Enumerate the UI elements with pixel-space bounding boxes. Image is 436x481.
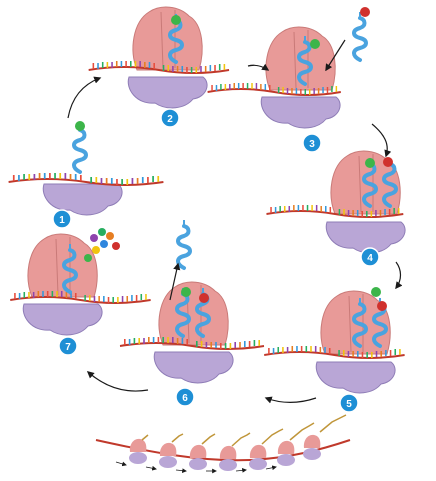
amino-acid-icon — [383, 157, 393, 167]
polyribosome-strip — [95, 414, 351, 474]
step-number-6: 6 — [182, 393, 188, 404]
amino-acid-icon — [310, 39, 320, 49]
stage-6-trna-release — [119, 218, 265, 384]
step-number-4: 4 — [367, 253, 373, 264]
step-badge-5: 5 — [339, 393, 359, 413]
stage-3-trna-arrives — [206, 7, 370, 129]
amino-acid-icon — [181, 287, 191, 297]
amino-acid-icon — [365, 158, 375, 168]
stage-1-initiation — [7, 121, 165, 216]
step-badge-2: 2 — [160, 108, 180, 128]
step-number-5: 5 — [346, 399, 352, 410]
stage-4-peptide-bond — [265, 150, 406, 254]
step-number-7: 7 — [65, 342, 71, 353]
amino-acid-icon — [360, 7, 370, 17]
cycle-arrows — [67, 63, 403, 404]
step-badge-3: 3 — [302, 133, 322, 153]
step-number-2: 2 — [167, 114, 173, 125]
amino-acid-icon — [371, 287, 381, 297]
stage-2-ribosome-assembly — [87, 6, 231, 109]
step-badge-4: 4 — [360, 247, 380, 267]
step-badge-6: 6 — [175, 387, 195, 407]
amino-acid-icon — [75, 121, 85, 131]
step-number-1: 1 — [59, 215, 65, 226]
amino-acid-icon — [377, 301, 387, 311]
amino-acid-icon — [199, 293, 209, 303]
step-badge-7: 7 — [58, 336, 78, 356]
amino-acid-icon — [171, 15, 181, 25]
stage-5-translocation — [263, 287, 406, 394]
polypeptide-chain-icon — [84, 228, 120, 262]
step-badge-1: 1 — [52, 209, 72, 229]
stage-7-elongating-chain — [9, 228, 152, 336]
step-number-3: 3 — [309, 139, 315, 150]
